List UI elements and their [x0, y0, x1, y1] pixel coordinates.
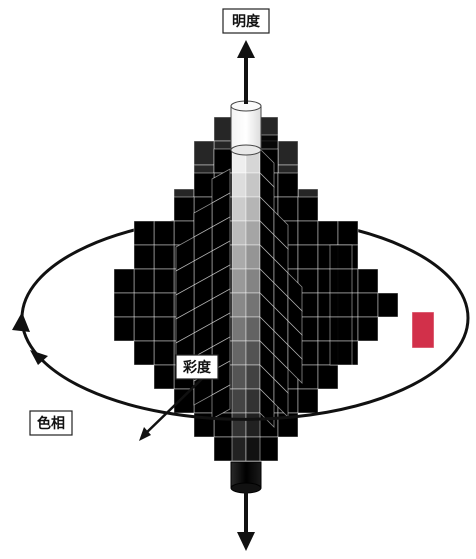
main-leaf-1-cell: [338, 221, 358, 245]
red-tip-cell: [412, 312, 434, 348]
chroma-label: 彩度: [176, 355, 218, 379]
gray-scale-cell-left: [232, 197, 246, 221]
main-leaf-0-cell: [134, 317, 154, 341]
main-leaf-0-cell: [114, 269, 134, 293]
gray-scale-cell-right: [246, 269, 260, 293]
gray-scale-cell-right: [246, 341, 260, 365]
gray-scale-cell-right: [246, 437, 260, 461]
orange-leaf-cell: [330, 245, 352, 269]
main-leaf-0-cell: [154, 245, 174, 269]
main-leaf-0-cell: [214, 437, 234, 461]
svg-text:明度: 明度: [232, 13, 261, 30]
hue-label: 色相: [30, 411, 72, 435]
orange-leaf-cell: [330, 341, 352, 365]
main-leaf-0-cell: [134, 245, 154, 269]
main-leaf-0-cell: [154, 221, 174, 245]
main-leaf-0-cell: [154, 269, 174, 293]
gray-scale-cell-right: [246, 173, 260, 197]
gray-scale-cell-left: [232, 173, 246, 197]
gray-scale-cell-right: [246, 245, 260, 269]
gray-scale-cell-left: [232, 365, 246, 389]
main-leaf-0-cell: [154, 293, 174, 317]
arrow-down-icon: [237, 490, 255, 551]
main-leaf-1-cell: [298, 389, 318, 413]
main-leaf-1-cell: [298, 245, 318, 269]
gray-scale-cell-right: [246, 389, 260, 413]
gray-scale-cell-right: [246, 317, 260, 341]
gray-scale-cell-left: [232, 245, 246, 269]
gray-scale-cell-left: [232, 389, 246, 413]
main-leaf-1-cell: [378, 293, 398, 317]
gray-scale-cell-left: [232, 221, 246, 245]
gray-scale-cell-right: [246, 413, 260, 437]
main-leaf-0-cell: [134, 221, 154, 245]
gray-scale-cell-right: [246, 293, 260, 317]
svg-text:彩度: 彩度: [182, 359, 212, 376]
gray-scale-cell-right: [246, 365, 260, 389]
gray-scale-cell-left: [232, 413, 246, 437]
svg-text:色相: 色相: [37, 415, 65, 432]
gray-scale-cell-left: [232, 437, 246, 461]
white-cylinder-icon: [231, 101, 261, 155]
main-leaf-1-cell: [298, 197, 318, 221]
main-leaf-1-cell: [278, 197, 298, 221]
back-leaf-1-cell: [278, 141, 298, 165]
orange-leaf-cell: [330, 317, 352, 341]
main-leaf-0-cell: [114, 293, 134, 317]
main-leaf-0-cell: [174, 389, 194, 413]
main-leaf-1-cell: [358, 269, 378, 293]
main-leaf-1-cell: [278, 173, 298, 197]
main-leaf-0-cell: [154, 365, 174, 389]
gray-scale-cell-right: [246, 221, 260, 245]
main-leaf-0-cell: [154, 317, 174, 341]
gray-scale-cell-left: [232, 293, 246, 317]
main-leaf-1-cell: [318, 221, 338, 245]
main-leaf-0-cell: [134, 269, 154, 293]
gray-scale-cell-right: [246, 197, 260, 221]
main-leaf-0-cell: [134, 341, 154, 365]
black-cylinder-icon: [231, 462, 261, 493]
main-leaf-0-cell: [134, 293, 154, 317]
main-leaf-0-cell: [194, 173, 214, 197]
hue-ring-arrowhead-left: [12, 312, 30, 332]
main-leaf-0-cell: [174, 197, 194, 221]
main-leaf-0-cell: [114, 317, 134, 341]
gray-scale-cell-left: [232, 317, 246, 341]
main-leaf-0-cell: [154, 341, 174, 365]
color-solid: [114, 117, 434, 461]
main-leaf-1-cell: [298, 221, 318, 245]
main-leaf-1-cell: [358, 293, 378, 317]
orange-leaf-cell: [330, 293, 352, 317]
gray-scale-cell-left: [232, 269, 246, 293]
orange-leaf-cell: [330, 269, 352, 293]
main-leaf-1-cell: [258, 437, 278, 461]
main-leaf-0-cell: [214, 149, 234, 173]
arrow-up-icon: [237, 40, 255, 104]
main-leaf-1-cell: [358, 317, 378, 341]
main-leaf-1-cell: [318, 365, 338, 389]
back-leaf-0-cell: [194, 141, 214, 165]
gray-scale-cell-left: [232, 341, 246, 365]
lightness-label: 明度: [223, 9, 269, 33]
